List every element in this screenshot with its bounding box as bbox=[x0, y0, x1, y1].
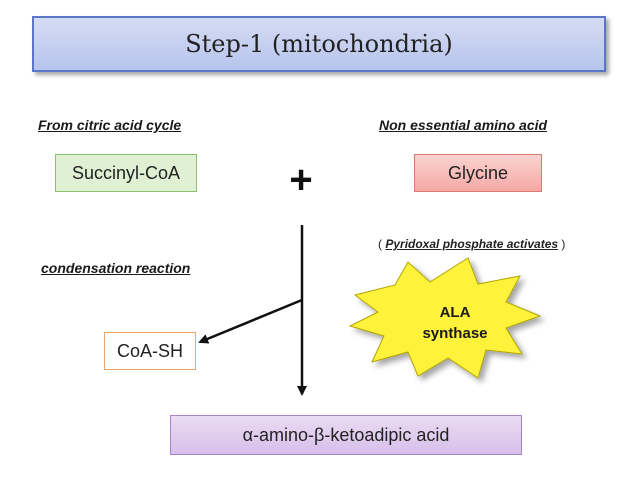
enzyme-starburst bbox=[348, 257, 542, 379]
cofactor-open-paren: ( bbox=[378, 237, 386, 251]
reaction-label: condensation reaction bbox=[41, 260, 191, 276]
title-banner: Step-1 (mitochondria) bbox=[32, 16, 606, 72]
coa-sh-box: CoA-SH bbox=[104, 332, 196, 370]
cofactor-text: Pyridoxal phosphate activates bbox=[385, 237, 559, 251]
coa-sh-label: CoA-SH bbox=[116, 340, 183, 361]
product-label: α-amino-β-ketoadipic acid bbox=[242, 424, 450, 445]
succinyl-coa-label: Succinyl-CoA bbox=[71, 162, 181, 183]
cofactor-close-paren: ) bbox=[558, 237, 566, 251]
succinyl-coa-box: Succinyl-CoA bbox=[55, 154, 197, 192]
enzyme-label-line1: ALA bbox=[439, 304, 471, 321]
product-box: α-amino-β-ketoadipic acid bbox=[170, 415, 522, 455]
enzyme-label: ALA synthase bbox=[400, 302, 510, 344]
right-source-label: Non essential amino acid bbox=[379, 117, 548, 133]
page-title: Step-1 (mitochondria) bbox=[185, 30, 453, 58]
left-source-label: From citric acid cycle bbox=[38, 117, 182, 133]
byproduct-arrow bbox=[198, 298, 303, 344]
plus-sign: + bbox=[289, 158, 313, 202]
glycine-box: Glycine bbox=[414, 154, 542, 192]
cofactor-note: ( Pyridoxal phosphate activates ) bbox=[378, 237, 565, 251]
enzyme-label-line2: synthase bbox=[422, 325, 488, 342]
glycine-label: Glycine bbox=[447, 162, 509, 183]
